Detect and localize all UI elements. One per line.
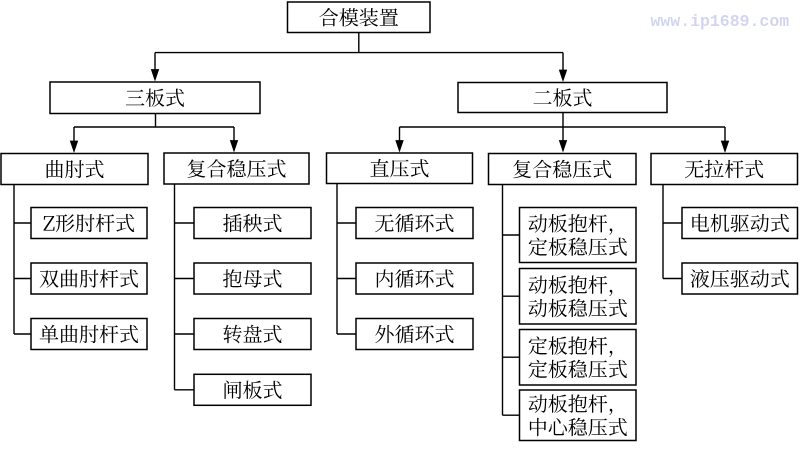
svg-text:www.ip1689.com: www.ip1689.com [651,12,790,31]
